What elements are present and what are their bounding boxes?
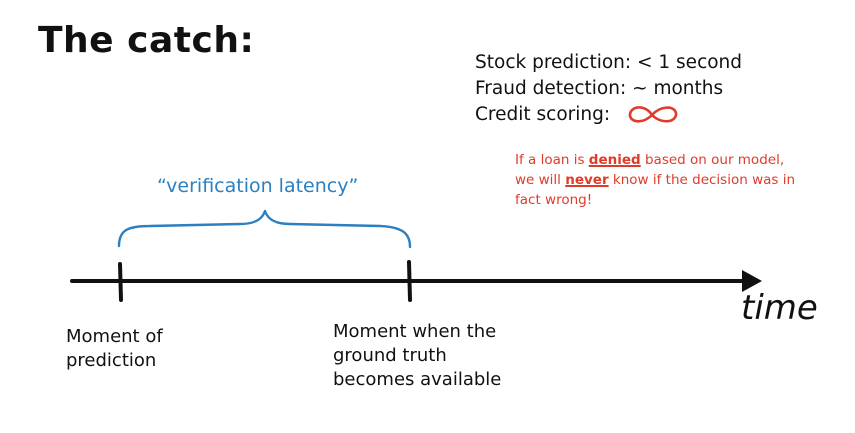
warning-line-2: we will never know if the decision was i… bbox=[515, 172, 796, 188]
warning-note: If a loan is denied based on our model, … bbox=[515, 150, 795, 210]
latency-example-stock: Stock prediction: < 1 second bbox=[475, 50, 742, 76]
latency-example-credit: Credit scoring: bbox=[475, 102, 742, 128]
ground-truth-tick bbox=[407, 260, 412, 302]
slide-title: The catch: bbox=[38, 20, 255, 61]
latency-example-fraud: Fraud detection: ~ months bbox=[475, 76, 742, 102]
time-axis-label: time bbox=[741, 288, 818, 328]
latency-example-text: Credit scoring: bbox=[475, 104, 611, 125]
latency-brace bbox=[117, 209, 412, 249]
ground-truth-caption: Moment when the ground truth becomes ava… bbox=[333, 321, 502, 390]
verification-latency-label: “verification latency” bbox=[157, 175, 359, 197]
latency-examples: Stock prediction: < 1 second Fraud detec… bbox=[475, 50, 742, 128]
emphasis-never: never bbox=[565, 172, 609, 188]
latency-example-text: Stock prediction: < 1 second bbox=[475, 52, 743, 73]
infinity-icon bbox=[628, 106, 678, 123]
warning-line-1: If a loan is denied based on our model, bbox=[515, 152, 785, 168]
latency-example-text: Fraud detection: ~ months bbox=[475, 78, 724, 99]
time-axis-arrowhead bbox=[742, 270, 762, 292]
prediction-moment-caption: Moment of prediction bbox=[66, 326, 163, 371]
warning-line-3: fact wrong! bbox=[515, 192, 593, 208]
emphasis-denied: denied bbox=[588, 152, 641, 168]
prediction-tick bbox=[118, 262, 123, 302]
